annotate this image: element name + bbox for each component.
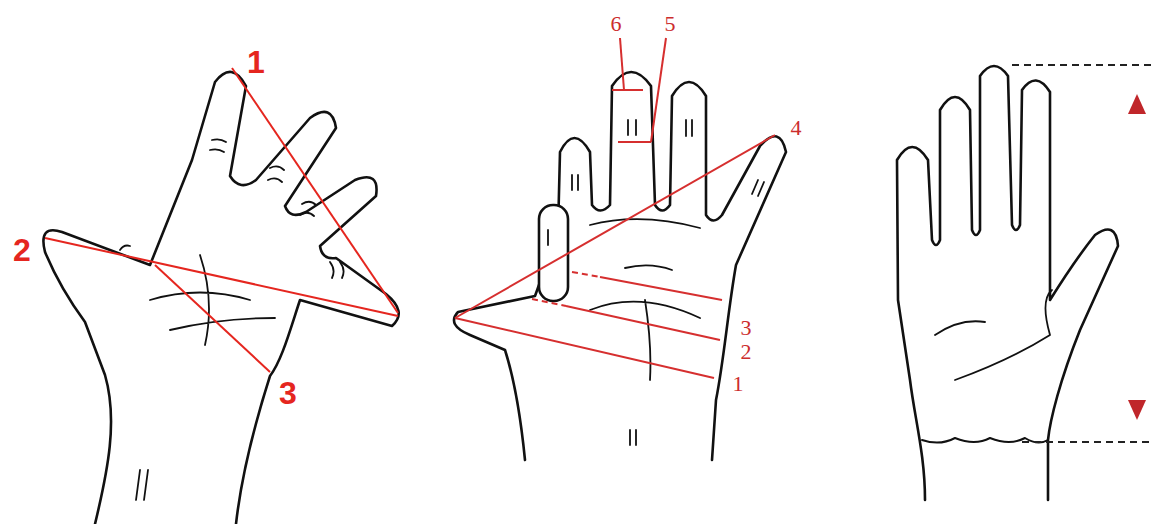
callout-number: 1 — [733, 373, 744, 395]
callout-number: 2 — [13, 234, 31, 266]
dimension-dash — [1012, 64, 1153, 66]
finger-crease — [548, 120, 764, 245]
measure-line-dashed — [532, 299, 566, 306]
callout-number: 3 — [741, 317, 752, 339]
callout-number: 3 — [279, 377, 297, 409]
leader-line — [651, 38, 666, 142]
wrist-crease — [922, 438, 1048, 443]
arrow-up — [1128, 94, 1146, 114]
left-measure-lines — [45, 68, 398, 372]
middle-hand — [454, 72, 786, 460]
right-hand — [897, 66, 1118, 500]
measure-line — [155, 265, 270, 372]
measure-line — [566, 306, 720, 340]
palm-crease — [935, 290, 1052, 380]
callout-number: 1 — [247, 46, 265, 78]
callout-number: 5 — [665, 13, 676, 35]
height-dimension — [1012, 65, 1153, 442]
finger-crease — [120, 139, 344, 278]
measure-line-dashed — [572, 272, 600, 277]
arrow-down — [1128, 400, 1146, 420]
measure-line — [45, 238, 398, 316]
thumb-shape — [539, 205, 568, 301]
measure-line — [600, 277, 722, 300]
callout-number: 2 — [741, 341, 752, 363]
callout-number: 6 — [611, 13, 622, 35]
middle-measure-lines — [455, 38, 775, 378]
dimension-dash — [1022, 441, 1153, 443]
measure-line — [618, 141, 651, 143]
leader-line — [620, 38, 624, 90]
callout-number: 4 — [791, 117, 802, 139]
hand-outline — [897, 66, 1118, 500]
measure-line — [232, 68, 398, 313]
palm-crease — [136, 255, 275, 500]
measure-line — [455, 318, 714, 378]
measure-line — [455, 135, 775, 318]
left-hand — [43, 72, 398, 524]
hand-outline — [43, 72, 398, 524]
measure-line — [612, 89, 643, 91]
hand-outline — [454, 72, 786, 460]
